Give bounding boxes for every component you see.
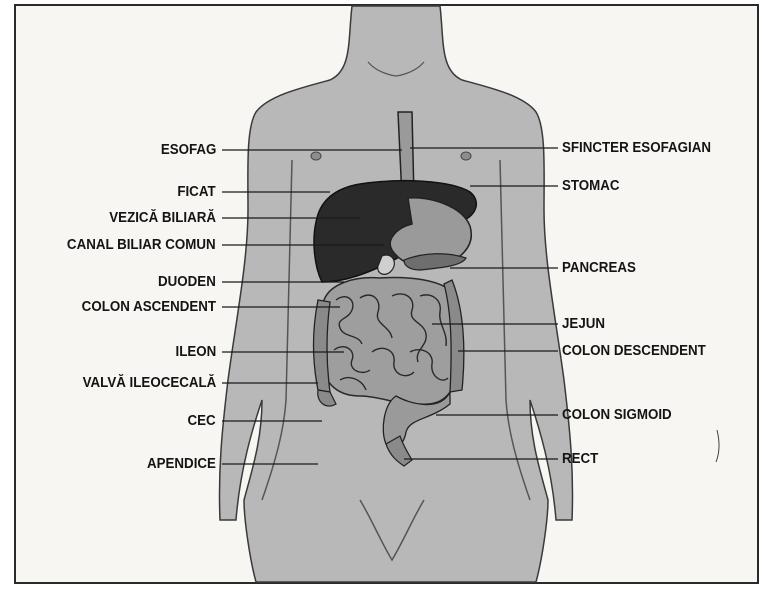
label-duodenum: DUODEN (158, 274, 216, 290)
ascending-colon (314, 300, 331, 392)
small-intestine (319, 278, 460, 405)
label-appendix: APENDICE (147, 456, 216, 472)
label-sigmoid-colon: COLON SIGMOID (562, 407, 672, 423)
label-descending-colon: COLON DESCENDENT (562, 343, 706, 359)
label-stomach: STOMAC (562, 178, 620, 194)
label-liver: FICAT (178, 184, 216, 200)
label-rectum: RECT (562, 451, 598, 467)
label-ileocecal-valve: VALVĂ ILEOCECALĂ (82, 375, 216, 391)
label-common-bile-duct: CANAL BILIAR COMUN (67, 237, 216, 253)
label-gallbladder: VEZICĂ BILIARĂ (109, 210, 216, 226)
label-ascending-colon: COLON ASCENDENT (82, 299, 216, 315)
label-esophageal-sphincter: SFINCTER ESOFAGIAN (562, 140, 711, 156)
label-cecum: CEC (188, 413, 216, 429)
label-jejunum: JEJUN (562, 316, 605, 332)
label-esophagus: ESOFAG (160, 142, 216, 158)
label-ileum: ILEON (175, 344, 216, 360)
label-pancreas: PANCREAS (562, 260, 636, 276)
